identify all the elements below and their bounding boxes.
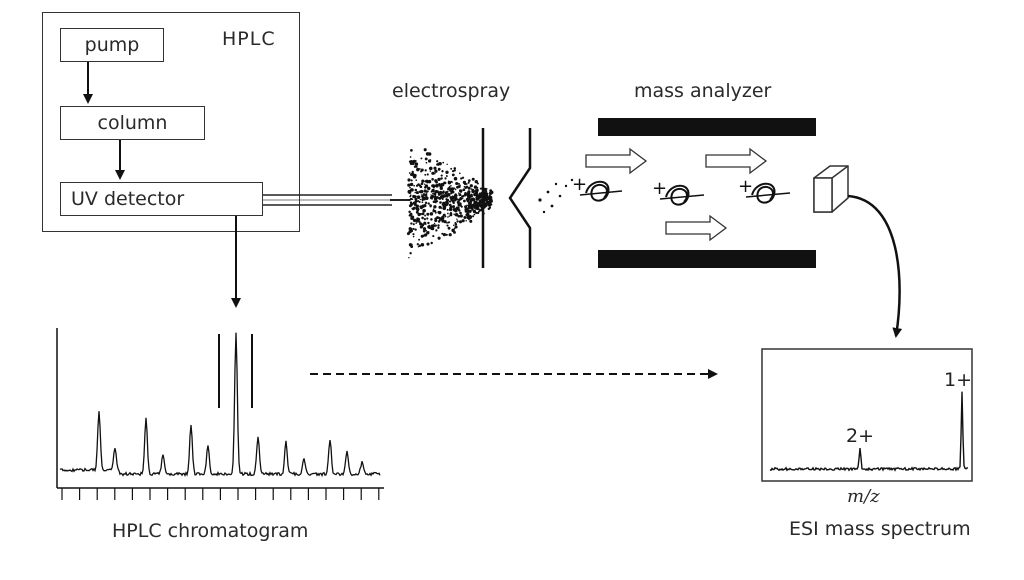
ion-2-charge: +	[652, 178, 667, 199]
peak-label-1plus: 1+	[944, 369, 972, 391]
ion-flow-arrow-1	[585, 147, 648, 175]
uv-detector-label: UV detector	[71, 188, 185, 210]
spectrum-frame	[761, 348, 973, 482]
mass-analyzer-label: mass analyzer	[634, 80, 772, 102]
uv-detector-box: UV detector	[60, 182, 263, 216]
ion-flow-arrow-2	[705, 147, 768, 175]
ion-1: +	[572, 174, 623, 202]
skimmer-cone	[508, 128, 532, 268]
detector-to-spectrum-arrow	[847, 194, 903, 338]
ion-2: +	[652, 178, 705, 206]
droplets	[538, 178, 574, 214]
hplc-chromatogram	[56, 328, 384, 500]
detector-cube	[813, 165, 849, 213]
ion-1-charge: +	[572, 174, 587, 195]
column-box: column	[60, 106, 205, 140]
chromatogram-caption: HPLC chromatogram	[112, 520, 309, 542]
analyzer-rod-bottom	[598, 250, 816, 268]
chromatogram-ticks	[61, 488, 380, 500]
ion-flow-arrow-3	[665, 214, 728, 242]
peak-label-2plus: 2+	[846, 425, 874, 447]
spectrum-caption: ESI mass spectrum	[789, 518, 971, 540]
spectrum-xlabel: m/z	[847, 486, 880, 507]
pump-box: pump	[60, 28, 164, 62]
chromatogram-trace	[59, 332, 381, 478]
electrospray-label: electrospray	[392, 80, 511, 102]
hplc-title: HPLC	[222, 28, 276, 50]
pump-label: pump	[84, 34, 140, 56]
column-label: column	[97, 112, 168, 134]
ion-3: +	[738, 176, 791, 204]
spectrum-trace	[769, 391, 968, 472]
electrospray-plume	[406, 148, 494, 259]
ion-3-charge: +	[738, 176, 753, 197]
analyzer-rod-top	[598, 118, 816, 136]
